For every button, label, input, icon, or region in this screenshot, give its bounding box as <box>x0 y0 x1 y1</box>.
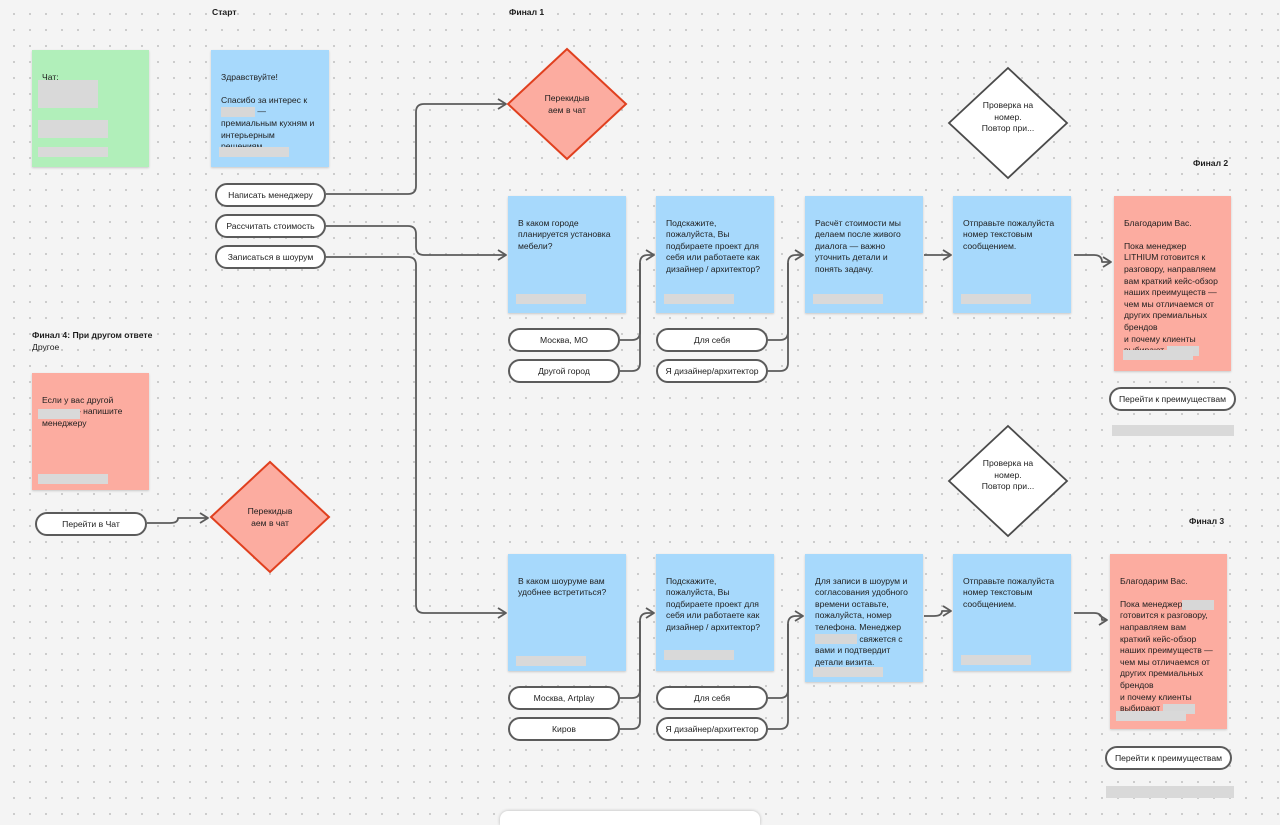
redacted-block <box>664 294 734 304</box>
sticky-other-question[interactable]: Если у вас другой вопрос — напишите мене… <box>32 373 149 490</box>
diamonds <box>209 47 1069 574</box>
sticky-city-question[interactable]: В каком городе планируется установка меб… <box>508 196 626 313</box>
connector-showroom-to-showroom-question <box>326 256 507 619</box>
decision-check-top[interactable]: Проверка на номер. Повтор при... <box>981 100 1035 134</box>
button-designer-top[interactable]: Я дизайнер/архитектор <box>656 359 768 383</box>
calc-info-text: Расчёт стоимости мы делаем после живого … <box>815 217 901 274</box>
title-start: Старт <box>212 7 237 17</box>
greeting-line-2a: Спасибо за интерес к <box>221 94 308 105</box>
button-go-benefits-top[interactable]: Перейти к преимуществам <box>1109 387 1236 411</box>
connector-write-manager-to-transfer <box>326 98 507 195</box>
button-kirov[interactable]: Киров <box>508 717 620 741</box>
sticky-send-number-top[interactable]: Отправьте пожалуйста номер текстовым соо… <box>953 196 1071 313</box>
title-final-1: Финал 1 <box>509 7 545 17</box>
redacted-block <box>38 147 108 157</box>
button-moscow-artplay[interactable]: Москва, Artplay <box>508 686 620 710</box>
designer-question-top-text: Подскажите, пожалуйста, Вы подбираете пр… <box>666 217 761 274</box>
sticky-designer-question-bottom[interactable]: Подскажите, пожалуйста, Вы подбираете пр… <box>656 554 774 671</box>
button-go-chat[interactable]: Перейти в Чат <box>35 512 147 536</box>
redacted-block <box>961 294 1031 304</box>
redacted-block <box>1106 786 1234 798</box>
redacted-block <box>38 80 98 108</box>
sticky-designer-question-top[interactable]: Подскажите, пожалуйста, Вы подбираете пр… <box>656 196 774 313</box>
sticky-showroom-question[interactable]: В каком шоуруме вам удобнее встретиться? <box>508 554 626 671</box>
redacted-block <box>38 409 80 419</box>
connector-sendnumber-to-thanks <box>1074 254 1112 268</box>
designer-question-bottom-text: Подскажите, пожалуйста, Вы подбираете пр… <box>666 575 761 632</box>
redacted-block <box>664 650 734 660</box>
button-calc-price[interactable]: Рассчитать стоимость <box>215 214 326 238</box>
redacted-block <box>219 147 289 157</box>
button-designer-bottom[interactable]: Я дизайнер/архитектор <box>656 717 768 741</box>
button-book-showroom[interactable]: Записаться в шоурум <box>215 245 326 269</box>
redacted-brand <box>1182 599 1215 610</box>
title-final-3: Финал 3 <box>1189 516 1225 526</box>
title-final-4-sub: Другое <box>32 342 60 352</box>
button-for-self-bottom[interactable]: Для себя <box>656 686 768 710</box>
button-go-benefits-bottom[interactable]: Перейти к преимуществам <box>1105 746 1232 770</box>
redacted-brand <box>221 107 255 118</box>
sticky-send-number-bottom[interactable]: Отправьте пожалуйста номер текстовым соо… <box>953 554 1071 671</box>
bottom-toolbar[interactable] <box>500 811 760 825</box>
redacted-block <box>1112 425 1234 436</box>
greeting-line-2b: — премиальным кухням и интерьерным решен… <box>221 106 315 151</box>
sticky-thanks-bottom[interactable]: Благодарим Вас. Пока менеджер готовится … <box>1110 554 1227 729</box>
send-number-top-text: Отправьте пожалуйста номер текстовым соо… <box>963 217 1055 251</box>
title-final-4: Финал 4: При другом ответе <box>32 330 153 340</box>
button-for-self-top[interactable]: Для себя <box>656 328 768 352</box>
showroom-info-text-b: свяжется с вами и подтвердит детали визи… <box>815 633 903 667</box>
redacted-block <box>516 294 586 304</box>
redacted-block <box>38 120 108 138</box>
sticky-showroom-info[interactable]: Для записи в шоурум и согласования удобн… <box>805 554 923 682</box>
redacted-block <box>961 655 1031 665</box>
thanks-top-text: Благодарим Вас. Пока менеджер LITHIUM го… <box>1124 217 1218 356</box>
sticky-chat-text: Чат: <box>42 71 59 82</box>
redacted-block <box>516 656 586 666</box>
button-write-manager[interactable]: Написать менеджеру <box>215 183 326 207</box>
sticky-greeting[interactable]: Здравствуйте! Спасибо за интерес к — прем… <box>211 50 329 167</box>
sticky-thanks-top[interactable]: Благодарим Вас. Пока менеджер LITHIUM го… <box>1114 196 1231 371</box>
redacted-brand <box>815 634 857 645</box>
button-moscow-mo[interactable]: Москва, МО <box>508 328 620 352</box>
sticky-calc-info[interactable]: Расчёт стоимости мы делаем после живого … <box>805 196 923 313</box>
button-other-city[interactable]: Другой город <box>508 359 620 383</box>
connector-sendnumber-bottom-to-thanks <box>1074 612 1108 626</box>
redacted-block <box>1116 711 1186 721</box>
showroom-question-text: В каком шоуруме вам удобнее встретиться? <box>518 575 607 598</box>
send-number-bottom-text: Отправьте пожалуйста номер текстовым соо… <box>963 575 1055 609</box>
redacted-block <box>813 667 883 677</box>
redacted-block <box>813 294 883 304</box>
decision-transfer-bottom[interactable]: Перекидыв аем в чат <box>247 506 293 528</box>
connector-calc-to-city <box>326 225 507 261</box>
redacted-brand <box>1162 703 1195 714</box>
sticky-chat[interactable]: Чат: <box>32 50 149 167</box>
decision-transfer-top[interactable]: Перекидыв аем в чат <box>544 93 590 115</box>
showroom-info-text-a: Для записи в шоурум и согласования удобн… <box>815 575 908 632</box>
city-question-text: В каком городе планируется установка меб… <box>518 217 611 251</box>
connector-info-to-sendnumber <box>924 605 952 617</box>
thanks-bottom-text-b: готовится к разговору, направляем вам кр… <box>1120 610 1213 714</box>
greeting-line-1: Здравствуйте! <box>221 71 278 82</box>
thanks-bottom-text-a: Благодарим Вас. Пока менеджер <box>1120 575 1188 609</box>
decision-check-bottom[interactable]: Проверка на номер. Повтор при... <box>981 458 1035 492</box>
title-final-2: Финал 2 <box>1193 158 1229 168</box>
connector-gochat-to-transfer <box>147 512 209 524</box>
redacted-block <box>38 474 108 484</box>
redacted-block <box>1123 350 1193 360</box>
